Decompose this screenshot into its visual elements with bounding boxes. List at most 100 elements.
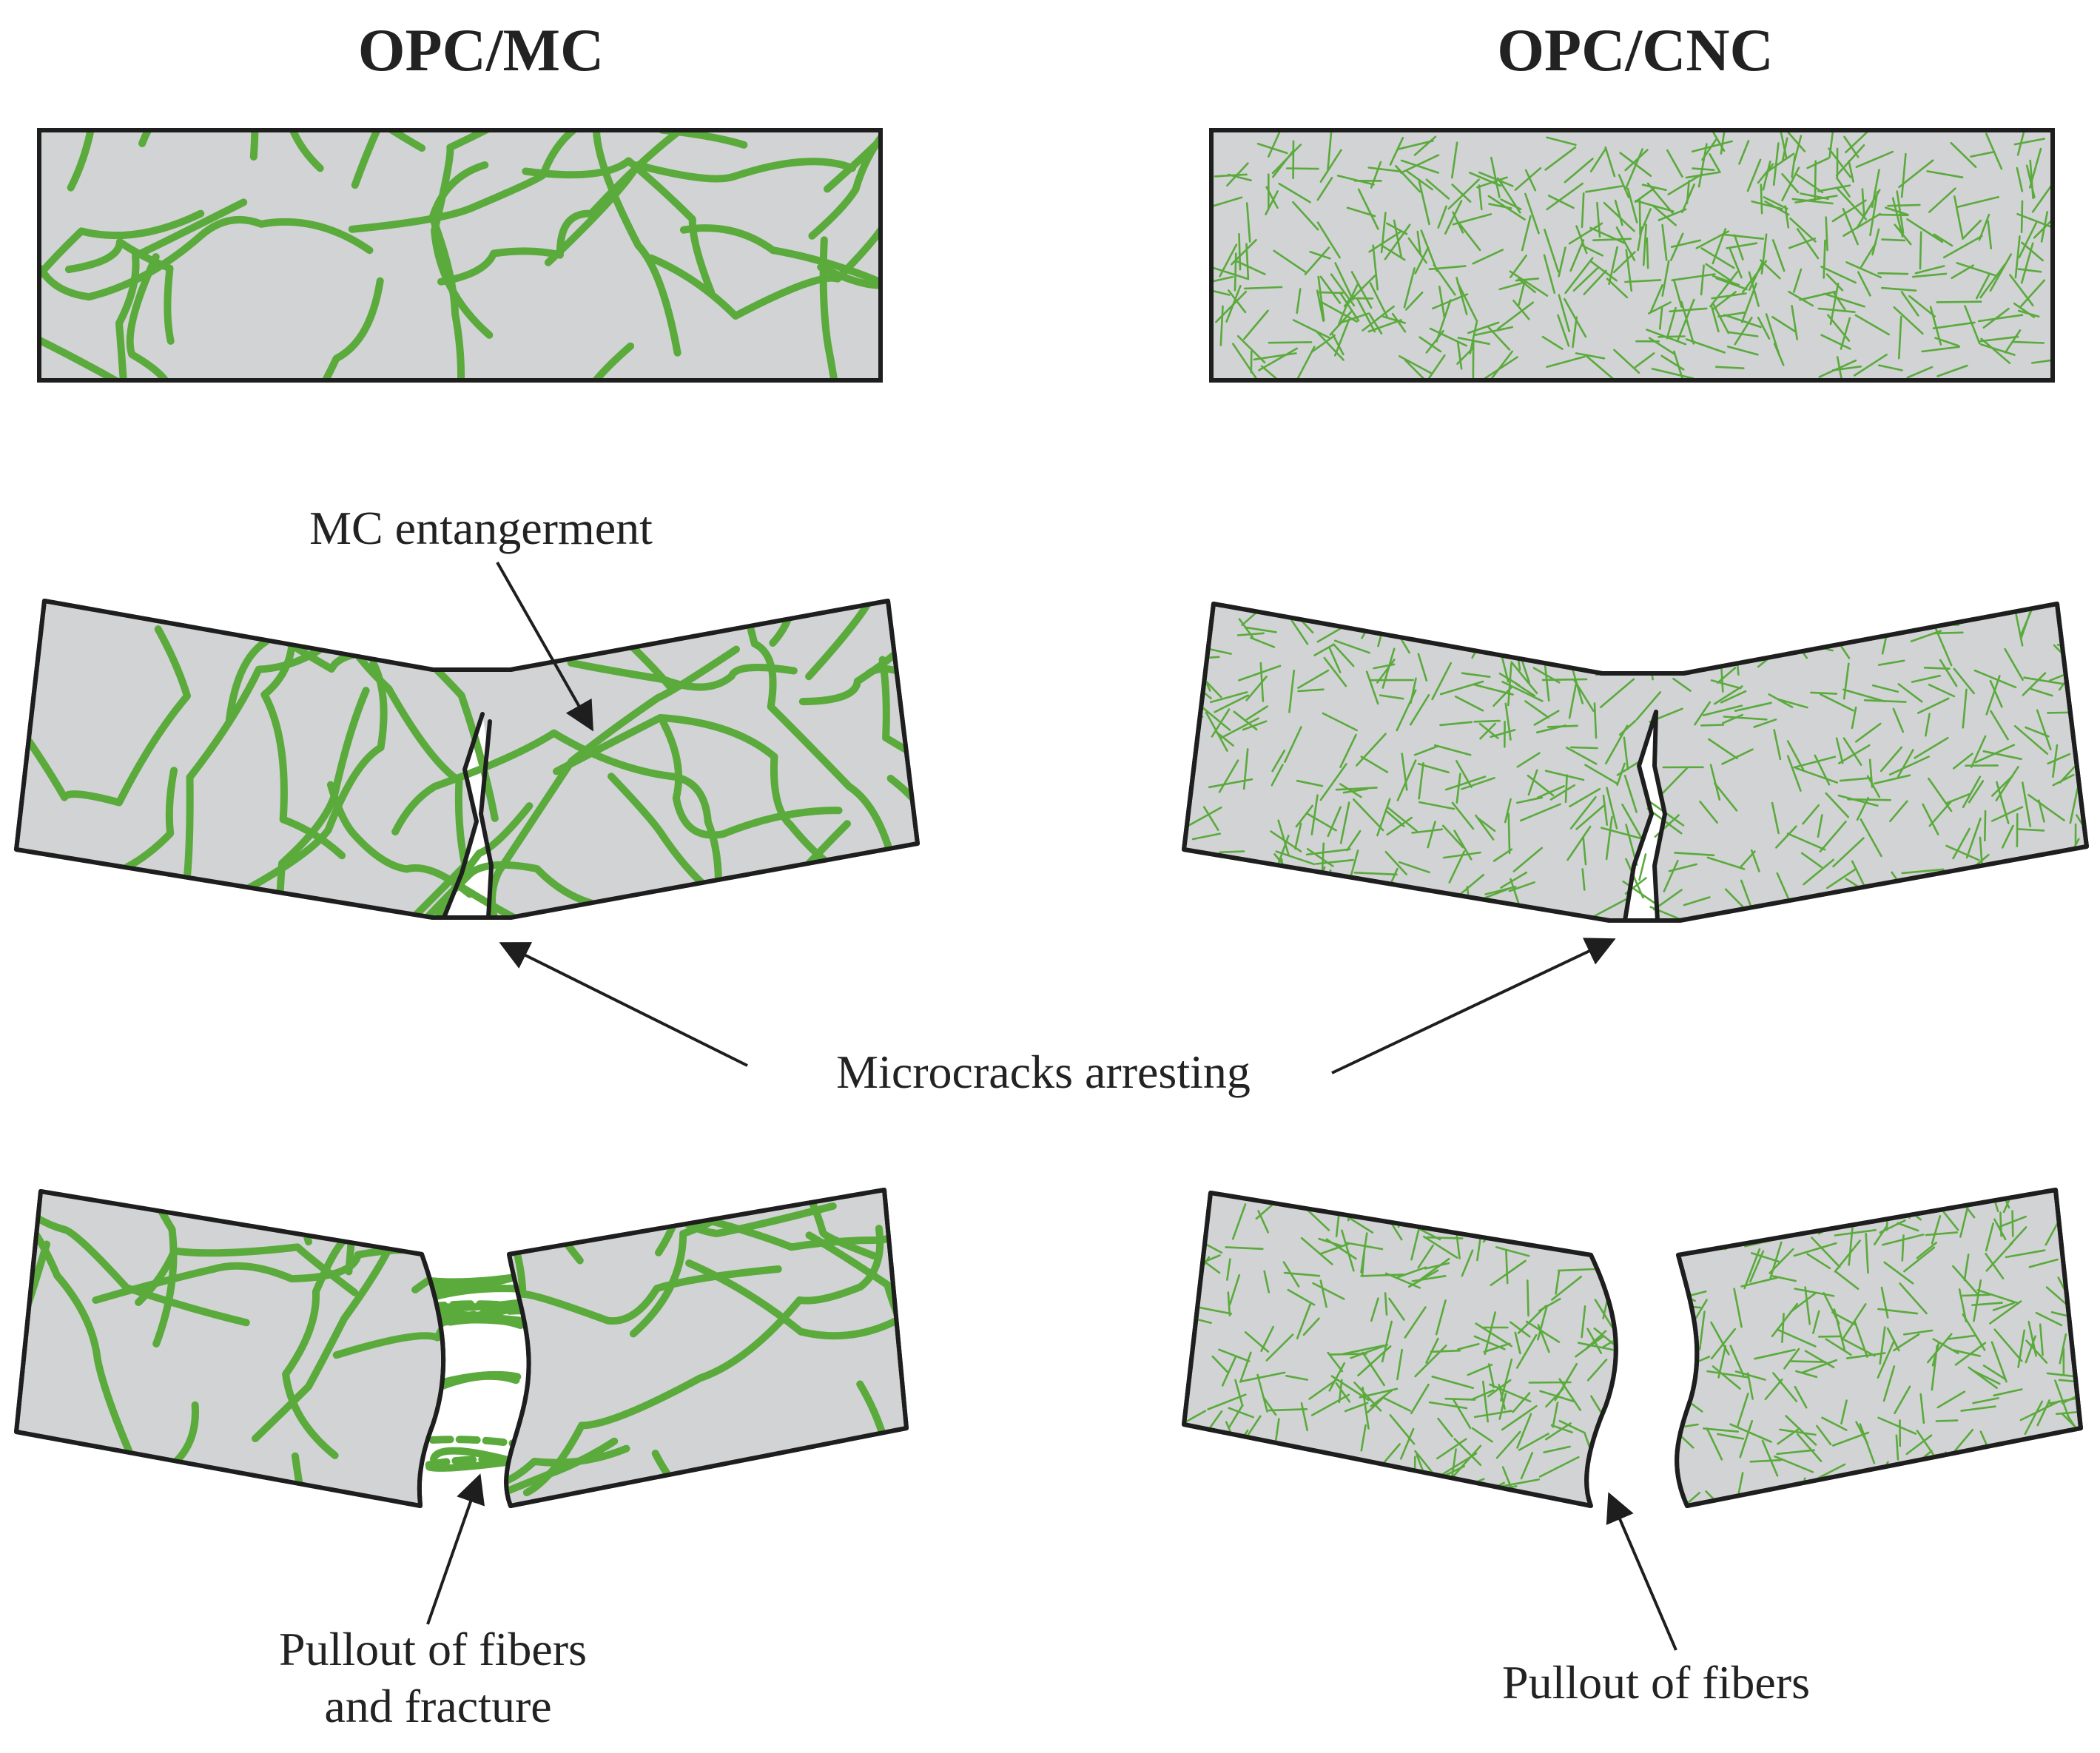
cnc-fiber [1575,804,1606,830]
cnc-fiber [1595,1219,1612,1239]
cnc-fiber [1244,626,1277,633]
cnc-fiber [1297,688,1325,693]
cnc-fiber [1605,815,1613,861]
cnc-fiber [1776,1328,1817,1347]
mc-fiber [289,861,605,918]
cnc-fiber [1990,806,2024,822]
mc-fiber [522,157,716,297]
cnc-fiber [1284,726,1302,764]
cnc-fiber [1532,667,1561,684]
cnc-fiber [1583,269,1607,295]
cnc-fiber [1753,718,1777,728]
cnc-fiber [1500,1358,1513,1402]
mc-fiber [258,687,370,918]
cnc-fiber [1928,801,1952,827]
cnc-fiber [1783,1347,1800,1370]
cnc-fiber [1877,1416,1917,1435]
cnc-fiber [1487,195,1526,221]
mc-fiber [878,656,918,899]
mc-fiber [339,627,469,918]
cnc-fiber [1777,1190,1783,1230]
mc-fiber [805,601,918,681]
cnc-fiber [2070,633,2076,667]
cnc-fiber [1814,160,1817,201]
cnc-fiber [1925,713,1931,737]
cnc-fiber [1228,1407,1254,1419]
cnc-fiber [1525,1320,1561,1343]
cnc-fiber [1444,1193,1452,1223]
cnc-fiber [1360,1273,1405,1277]
cnc-fiber [1424,1262,1450,1270]
cnc-fiber [1323,1466,1346,1479]
cnc-fiber [1391,312,1407,333]
cnc-fiber [1786,832,1826,851]
cnc-fiber [1871,228,1880,256]
cnc-fiber [2025,726,2050,738]
cnc-fiber [1328,647,1342,673]
cnc-fiber [1508,881,1535,892]
cnc-fiber [1457,337,1490,346]
cnc-fiber [1953,1349,1981,1357]
cnc-fiber [1990,710,2009,741]
cnc-fiber [1970,604,1998,614]
cnc-fiber [1993,1218,2007,1241]
cnc-fiber [2053,1439,2076,1460]
cnc-fiber [1589,226,1626,245]
cnc-fiber [2027,794,2065,821]
cnc-fiber [1202,806,1219,831]
cnc-fiber [1498,672,1521,687]
cnc-fiber [1599,678,1635,709]
cnc-fiber [1916,1477,1949,1500]
cnc-fiber [1512,1392,1531,1413]
cnc-fiber [1510,661,1538,695]
cnc-fiber [1979,335,2019,343]
cnc-fiber [1832,291,1846,311]
cnc-fiber [2050,869,2087,890]
cnc-fiber [1265,186,1279,209]
cnc-fiber [1425,329,1444,354]
cnc-fiber [1848,1224,1854,1266]
cnc-fiber [1365,670,1379,705]
cnc-fiber [1733,234,1744,261]
mc-crack-edge-left [442,712,485,920]
cnc-fiber [1680,1492,1700,1506]
cnc-fiber [1695,1197,1726,1208]
cnc-fiber [1550,1424,1573,1433]
cnc-fiber [1255,1202,1276,1220]
cnc-fiber [2013,340,2045,344]
cnc-fiber [1271,764,1284,787]
cnc-fiber [1806,1253,1831,1270]
cnc-fiber [2022,781,2032,827]
cnc-fiber [1843,135,1860,158]
cnc-fiber [1911,674,1941,683]
cnc-fiber [1384,850,1407,875]
cnc-fiber [1432,293,1469,310]
cnc-fiber [1968,1366,1998,1389]
cnc-fiber [1779,1428,1817,1436]
cnc-fiber [1950,141,1977,168]
cnc-fiber [1726,346,1759,356]
cnc-fiber [1853,353,1888,377]
cnc-fiber [1935,605,1957,620]
cnc-fiber [1729,1345,1745,1376]
cnc-fiber [1346,1216,1374,1234]
cnc-fiber [1771,801,1780,835]
cnc-fiber [1739,850,1756,869]
cnc-fiber [1917,697,1950,714]
cnc-fiber [1543,1445,1571,1453]
cnc-fiber [1786,740,1805,772]
cnc-fiber [1434,744,1472,756]
cnc-fiber [1906,366,1934,379]
cnc-fiber [1781,1313,1785,1343]
cnc-fiber [1897,683,1923,703]
cnc-fiber [1764,1379,1783,1401]
mc-fiber [522,1225,884,1497]
cnc-fiber [1384,223,1411,260]
cnc-fiber [1233,710,1258,731]
cnc-fiber [1261,869,1293,886]
cnc-fiber [1287,1288,1316,1306]
cnc-fiber [1883,907,1918,913]
cnc-fiber [2029,159,2034,200]
mc-specimen-intact [37,128,883,383]
cnc-fiber [1709,271,1739,308]
